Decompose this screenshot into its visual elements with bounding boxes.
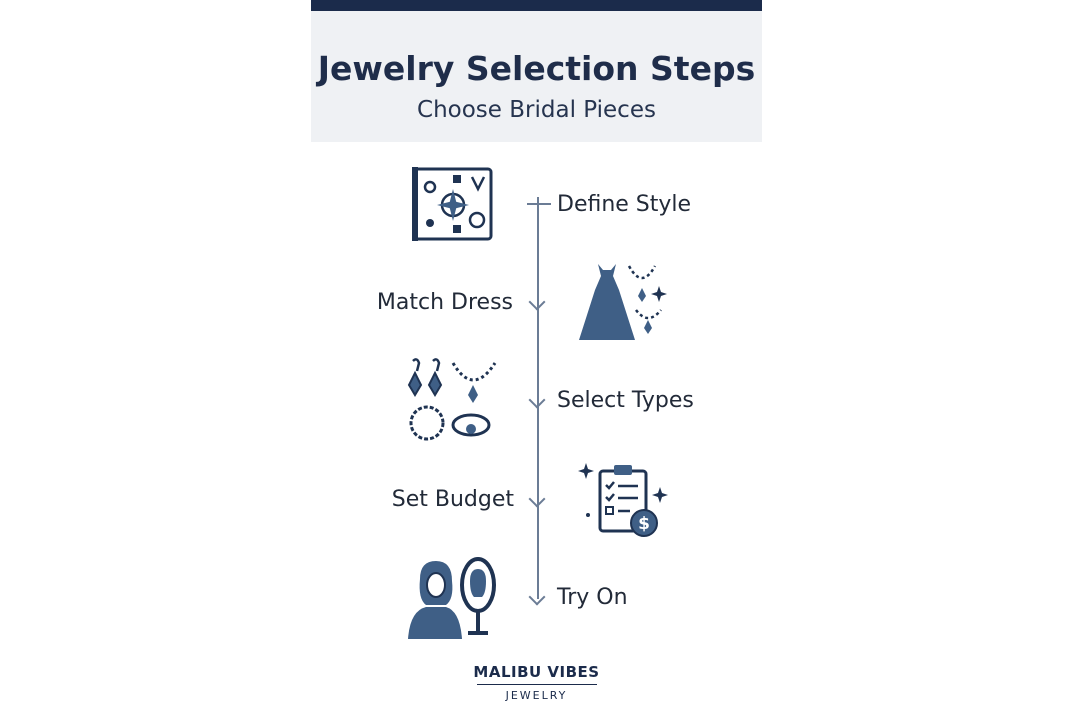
timeline-tick-define-style xyxy=(527,203,551,205)
header-panel: Jewelry Selection Steps Choose Bridal Pi… xyxy=(311,11,762,142)
step-label-select-types: Select Types xyxy=(557,388,694,413)
brand-subtitle: JEWELRY xyxy=(505,689,568,702)
infographic-card: Jewelry Selection Steps Choose Bridal Pi… xyxy=(311,0,762,720)
budget-checklist-icon: $ xyxy=(578,463,668,537)
step-label-set-budget: Set Budget xyxy=(391,487,514,512)
brand-divider xyxy=(477,684,597,685)
dress-necklace-icon xyxy=(579,264,667,340)
page-title: Jewelry Selection Steps xyxy=(317,49,756,88)
page-subtitle: Choose Bridal Pieces xyxy=(417,97,656,123)
style-board-icon xyxy=(412,167,493,241)
jewelry-types-icon xyxy=(407,358,497,441)
step-label-match-dress: Match Dress xyxy=(376,290,513,315)
mirror-try-on-icon xyxy=(408,557,496,639)
brand-name: MALIBU VIBES xyxy=(473,663,600,681)
timeline-line xyxy=(537,197,539,599)
step-label-define-style: Define Style xyxy=(557,192,692,217)
svg-text:$: $ xyxy=(638,514,650,534)
top-accent-bar xyxy=(311,0,762,11)
step-label-try-on: Try On xyxy=(557,585,628,610)
